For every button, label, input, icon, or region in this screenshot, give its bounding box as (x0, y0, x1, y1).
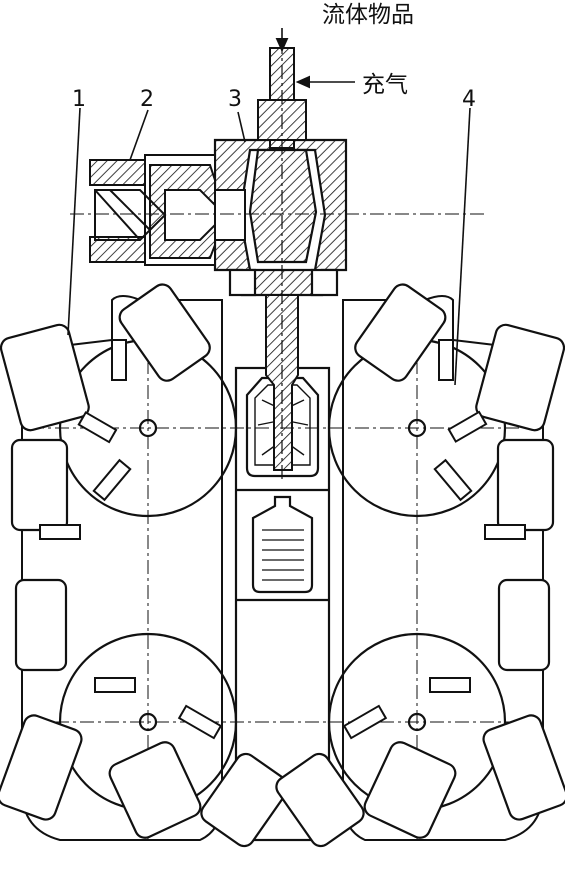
bottle-filling (245, 376, 320, 478)
gripper (0, 714, 83, 821)
gripper-arms (39, 339, 526, 740)
gripper (363, 741, 457, 839)
label-fluid-product: 流体物品 (322, 2, 414, 28)
label-part-3: 3 (228, 87, 242, 112)
gripper (496, 438, 555, 532)
label-part-2: 2 (140, 87, 154, 112)
side-valve (89, 154, 246, 266)
label-part-4: 4 (462, 87, 476, 112)
gripper (482, 714, 565, 821)
filling-head (213, 138, 348, 297)
gripper (497, 578, 551, 672)
gripper (475, 323, 565, 432)
gripper (10, 438, 69, 532)
gripper (108, 741, 202, 839)
gripper (0, 323, 90, 432)
leader-lines (67, 28, 471, 386)
grippers (0, 283, 565, 848)
filling-nozzle (257, 40, 307, 480)
bottle-filled (251, 495, 314, 594)
label-inflate: 充气 (362, 72, 408, 98)
liquid-level-lines (262, 529, 304, 581)
gripper (354, 283, 447, 382)
gripper (275, 752, 365, 848)
gripper (200, 752, 290, 848)
gripper (118, 283, 211, 382)
gripper (14, 578, 68, 672)
label-part-1: 1 (72, 87, 86, 112)
